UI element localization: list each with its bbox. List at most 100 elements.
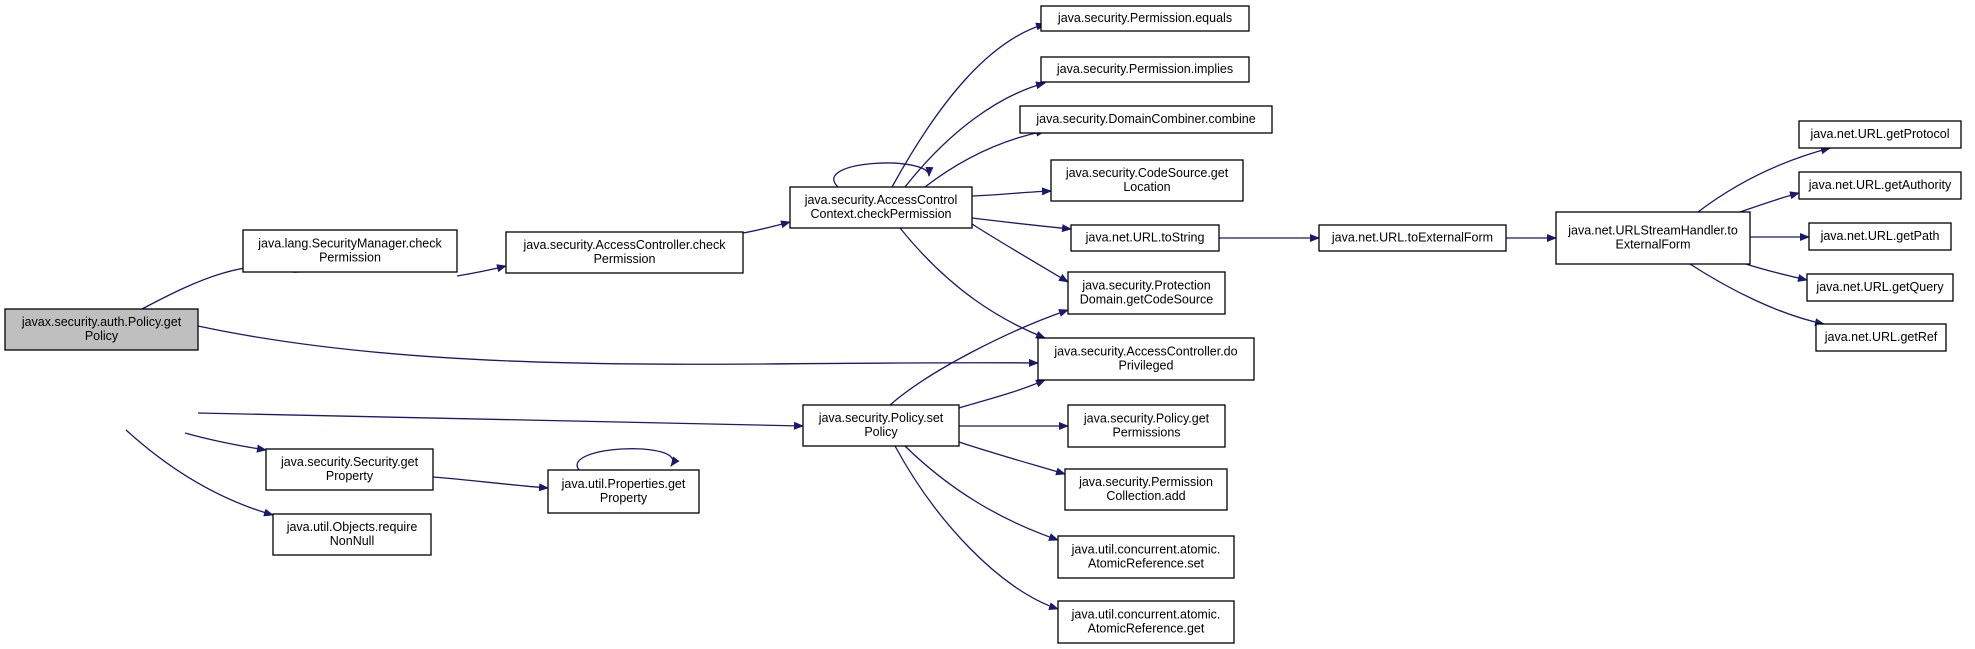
node-label-line: Permissions xyxy=(1112,425,1180,439)
node-box xyxy=(547,469,700,514)
node-label-line: java.security.AccessController.do xyxy=(1053,344,1237,358)
node-atomic-set[interactable]: java.util.concurrent.atomic.AtomicRefere… xyxy=(1057,535,1235,579)
edge-root-to-policy-set xyxy=(197,412,804,430)
node-box xyxy=(1070,224,1220,252)
node-dc-combine[interactable]: java.security.DomainCombiner.combine xyxy=(1019,105,1273,134)
node-label-line: java.security.CodeSource.get xyxy=(1065,166,1229,180)
node-box xyxy=(789,186,973,229)
node-label-line: java.security.DomainCombiner.combine xyxy=(1035,112,1255,126)
node-box xyxy=(265,448,434,491)
node-label-line: java.security.Permission.implies xyxy=(1056,62,1233,76)
node-label-line: Policy xyxy=(864,425,898,439)
node-label-line: java.lang.SecurityManager.check xyxy=(257,236,442,250)
node-box xyxy=(1064,468,1228,511)
edge-acc-check-to-ac-doprivileged xyxy=(899,227,1046,339)
node-url-getref[interactable]: java.net.URL.getRef xyxy=(1815,323,1947,352)
node-atomic-get[interactable]: java.util.concurrent.atomic.AtomicRefere… xyxy=(1057,600,1235,644)
node-label-line: java.util.Objects.require xyxy=(286,520,418,534)
node-label-line: AtomicReference.get xyxy=(1088,621,1205,635)
node-box xyxy=(1040,56,1250,83)
edge-root-to-objects-reqnn xyxy=(125,429,274,517)
node-label-line: java.security.Protection xyxy=(1081,278,1210,292)
node-pd-getcs[interactable]: java.security.ProtectionDomain.getCodeSo… xyxy=(1067,271,1226,315)
node-label-line: Domain.getCodeSource xyxy=(1080,292,1213,306)
node-label-line: java.net.URL.toString xyxy=(1085,230,1205,244)
node-box xyxy=(1318,224,1507,252)
edge-ush-toext-to-url-getref xyxy=(1689,263,1825,327)
node-box xyxy=(1798,120,1962,149)
node-label-line: Policy xyxy=(85,329,119,343)
node-label-line: java.security.AccessControl xyxy=(804,193,958,207)
node-perm-implies[interactable]: java.security.Permission.implies xyxy=(1040,56,1250,83)
edge-sm-check-to-ac-check xyxy=(456,264,507,277)
edge-acc-check-to-pd-getcs xyxy=(971,223,1069,283)
node-label-line: Property xyxy=(326,469,374,483)
node-label-line: ExternalForm xyxy=(1615,237,1690,251)
edge-acc-check-to-perm-equals xyxy=(891,22,1046,188)
edge-root-to-ac-doprivileged xyxy=(197,325,1039,367)
node-box xyxy=(1019,105,1273,134)
node-box xyxy=(1067,271,1226,315)
node-label-line: java.util.Properties.get xyxy=(561,477,686,491)
node-layer: javax.security.auth.Policy.getPolicyjava… xyxy=(4,5,1962,644)
node-box xyxy=(505,231,744,274)
node-url-getquery[interactable]: java.net.URL.getQuery xyxy=(1806,273,1954,302)
node-label-line: java.net.URL.getProtocol xyxy=(1810,127,1950,141)
node-label-line: javax.security.auth.Policy.get xyxy=(21,315,182,329)
node-url-toext[interactable]: java.net.URL.toExternalForm xyxy=(1318,224,1507,252)
node-box xyxy=(802,404,960,447)
edge-acc-check-to-dc-combine xyxy=(924,128,1046,188)
edge-acc-check-to-url-tostring xyxy=(971,217,1072,233)
node-label-line: java.net.URL.getQuery xyxy=(1815,280,1944,294)
node-label-line: java.security.Permission.equals xyxy=(1057,11,1232,25)
node-box xyxy=(1037,337,1255,381)
node-ac-doprivileged[interactable]: java.security.AccessController.doPrivile… xyxy=(1037,337,1255,381)
node-box xyxy=(1057,600,1235,644)
node-label-line: Privileged xyxy=(1119,358,1174,372)
node-box xyxy=(4,308,199,351)
node-label-line: Property xyxy=(600,491,648,505)
node-label-line: Permission xyxy=(319,250,381,264)
node-sm-check[interactable]: java.lang.SecurityManager.checkPermissio… xyxy=(242,229,458,273)
node-box xyxy=(1067,404,1226,448)
node-box xyxy=(1057,535,1235,579)
node-url-getpath[interactable]: java.net.URL.getPath xyxy=(1808,222,1952,251)
edge-policy-set-to-permcoll-add xyxy=(958,441,1066,476)
node-label-line: AtomicReference.set xyxy=(1088,556,1205,570)
edge-props-getprop-to-props-getprop xyxy=(576,448,680,471)
node-label-line: Permission xyxy=(594,252,656,266)
node-label-line: java.security.Permission xyxy=(1078,475,1213,489)
node-label-line: NonNull xyxy=(330,534,374,548)
edge-policy-set-to-ac-doprivileged xyxy=(958,379,1046,409)
node-box xyxy=(272,513,432,556)
node-acc-check[interactable]: java.security.AccessControlContext.check… xyxy=(789,186,973,229)
node-perm-equals[interactable]: java.security.Permission.equals xyxy=(1040,5,1250,32)
node-url-tostring[interactable]: java.net.URL.toString xyxy=(1070,224,1220,252)
node-ush-toext[interactable]: java.net.URLStreamHandler.toExternalForm xyxy=(1555,211,1751,265)
node-box xyxy=(1815,323,1947,352)
node-box xyxy=(1555,211,1751,265)
node-url-getprotocol[interactable]: java.net.URL.getProtocol xyxy=(1798,120,1962,149)
node-label-line: java.net.URL.getAuthority xyxy=(1808,178,1952,192)
node-box xyxy=(1806,273,1954,302)
edge-acc-check-to-acc-check xyxy=(833,162,934,188)
node-label-line: java.net.URL.toExternalForm xyxy=(1331,230,1493,244)
edge-ac-check-to-acc-check xyxy=(742,220,791,234)
node-ac-check[interactable]: java.security.AccessController.checkPerm… xyxy=(505,231,744,274)
edge-acc-check-to-perm-implies xyxy=(904,81,1046,188)
edge-acc-check-to-cs-getloc xyxy=(971,187,1052,197)
edge-layer xyxy=(125,22,1831,610)
edge-policy-set-to-atomic-set xyxy=(904,445,1059,541)
node-label-line: java.util.concurrent.atomic. xyxy=(1071,607,1221,621)
edge-policy-set-to-atomic-get xyxy=(894,445,1059,610)
node-url-getauthority[interactable]: java.net.URL.getAuthority xyxy=(1798,171,1962,200)
